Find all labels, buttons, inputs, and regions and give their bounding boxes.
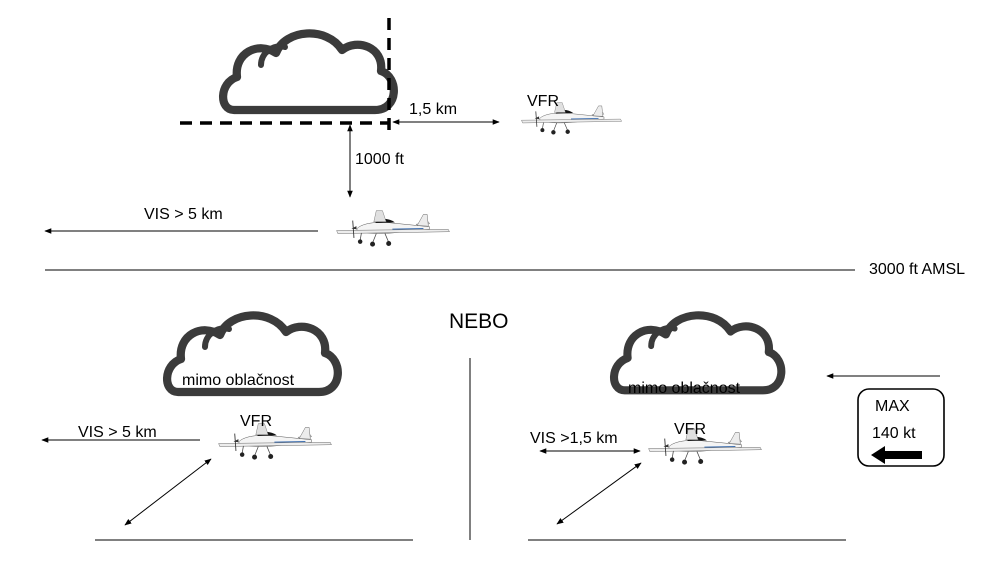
- diagonal-distance-arrow-left: [124, 458, 212, 526]
- cloud-label-left: mimo oblačnost: [182, 372, 295, 389]
- speed-limit-sign: [857, 388, 945, 467]
- aircraft-label-top: VFR: [527, 93, 559, 110]
- visibility-label-right: VIS >1,5 km: [530, 430, 618, 447]
- aircraft-label-left: VFR: [240, 413, 272, 430]
- speed-sign-line1: MAX: [875, 398, 910, 415]
- speed-sign-line2: 140 kt: [872, 425, 916, 442]
- cloud-icon: [219, 29, 398, 115]
- cloud-label-right: mimo oblačnost: [628, 380, 741, 397]
- visibility-label-left: VIS > 5 km: [78, 424, 157, 441]
- left-cloud: [163, 311, 342, 397]
- top-cloud: [219, 29, 398, 115]
- right-cloud: [610, 311, 786, 395]
- horizontal-separation-label: 1,5 km: [409, 101, 458, 118]
- visibility-label-top: VIS > 5 km: [144, 206, 223, 223]
- aircraft-left: [218, 423, 332, 461]
- vertical-separation-label: 1000 ft: [355, 151, 404, 168]
- left-arrow-icon: [871, 446, 922, 464]
- diagonal-distance-arrow-right: [556, 462, 642, 525]
- aircraft-label-right: VFR: [674, 421, 706, 438]
- aircraft-top-left: [336, 210, 450, 248]
- altitude-label: 3000 ft AMSL: [869, 261, 966, 278]
- or-label: NEBO: [449, 310, 509, 333]
